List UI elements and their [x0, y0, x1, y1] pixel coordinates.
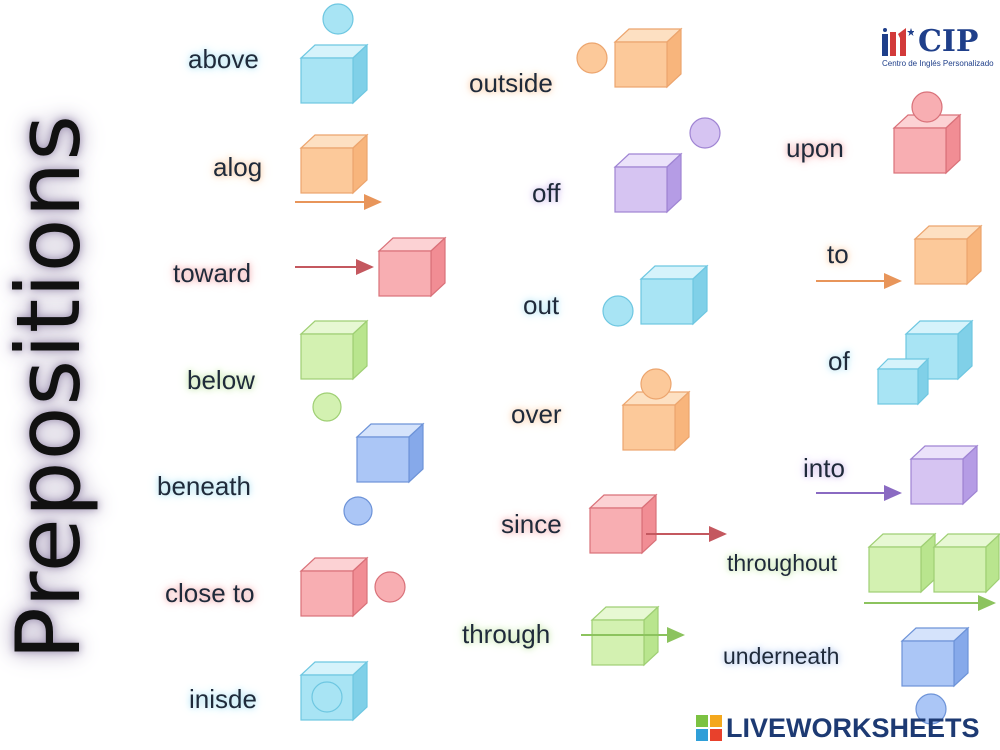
cube-beneath [355, 422, 425, 484]
cube-close-to [299, 556, 369, 618]
ball-below [312, 392, 342, 422]
ball-underneath [915, 693, 947, 725]
cip-logo: CIP Centro de Inglés Personalizado [880, 24, 994, 70]
cube-alog [299, 133, 369, 195]
cube-over [621, 390, 691, 452]
word-close-to: close to [165, 578, 255, 608]
word-upon: upon [786, 133, 844, 163]
ball-off [689, 117, 721, 149]
word-through: through [462, 619, 551, 649]
word-toward: toward [173, 258, 252, 288]
cip-emblem-icon [882, 28, 914, 56]
ball-close-to [374, 571, 406, 603]
ball-over [640, 368, 672, 400]
cube-throughout-2 [932, 533, 1000, 594]
word-underneath: underneath [723, 643, 840, 669]
cip-tagline: Centro de Inglés Personalizado [882, 59, 994, 68]
liveworksheets-watermark: LIVEWORKSHEETS [696, 712, 980, 744]
ball-above [322, 3, 354, 35]
ball-out [602, 295, 634, 327]
word-to: to [827, 239, 849, 269]
cube-of-small [876, 357, 930, 406]
cube-below [299, 319, 369, 381]
ball-upon [911, 91, 943, 123]
cip-brand-text: CIP [918, 24, 979, 59]
cube-above [299, 43, 369, 105]
cube-out [639, 264, 709, 326]
word-off: off [532, 178, 561, 208]
ball-beneath [343, 496, 373, 526]
word-throughout: throughout [727, 550, 837, 576]
word-into: into [803, 453, 845, 483]
cube-throughout-1 [867, 532, 937, 594]
word-of: of [828, 346, 850, 376]
cube-off [613, 152, 683, 214]
ball-inisde [311, 681, 343, 713]
cube-through [590, 605, 660, 667]
cube-toward [377, 236, 447, 298]
cube-into [909, 444, 979, 506]
word-beneath: beneath [157, 471, 251, 501]
word-alog: alog [213, 152, 263, 182]
cube-to [913, 224, 983, 286]
cube-upon [892, 113, 962, 175]
word-out: out [523, 290, 560, 320]
word-over: over [511, 399, 562, 429]
cube-underneath [900, 626, 970, 688]
word-above: above [188, 44, 259, 74]
word-since: since [501, 509, 562, 539]
cube-outside [613, 27, 683, 89]
cube-since [588, 493, 658, 555]
liveworksheets-text: LIVEWORKSHEETS [726, 712, 980, 743]
word-outside: outside [469, 68, 553, 98]
word-below: below [187, 365, 255, 395]
liveworksheets-logo-icon [696, 715, 722, 741]
word-inisde: inisde [189, 684, 257, 714]
ball-outside [576, 42, 608, 74]
